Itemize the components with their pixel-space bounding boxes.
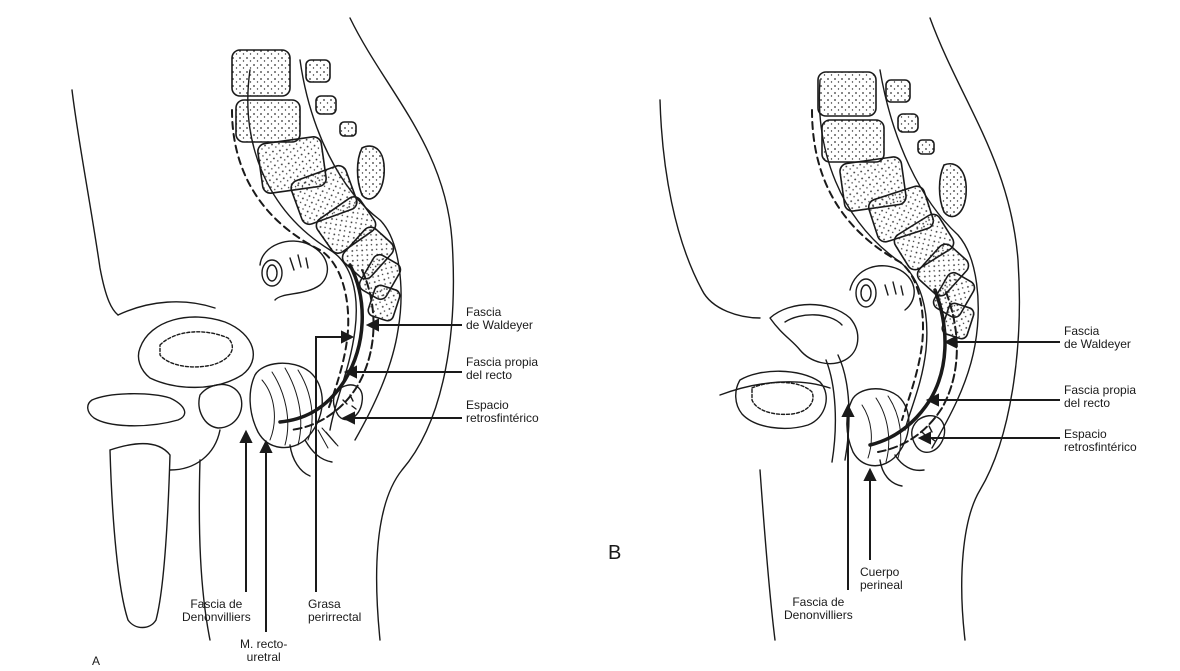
panel-a-arrow-grasa — [316, 337, 348, 592]
panel-a-urethra — [170, 430, 220, 470]
panel-b-leg — [760, 470, 775, 640]
panel-a-sacral-process — [358, 146, 385, 199]
panel-b-sacral-process — [940, 164, 967, 217]
panel-a-label-espacio: Espacio retrosfintérico — [466, 399, 539, 425]
panel-a-vertebrae — [232, 50, 403, 322]
panel-b-vertebra-1 — [818, 72, 876, 116]
panel-a-thigh — [118, 302, 215, 315]
panel-b-spinous-1 — [886, 80, 910, 102]
panel-a-spinous-1 — [306, 60, 330, 82]
panel-b-front-contour — [660, 100, 760, 318]
panel-b-label-espacio: Espacio retrosfintérico — [1064, 428, 1137, 454]
panel-a-label-fascia-waldeyer: Fascia de Waldeyer — [466, 306, 533, 332]
panel-b-label-denonvilliers: Fascia de Denonvilliers — [784, 596, 853, 622]
panel-b-spinous-3 — [918, 140, 934, 154]
panel-b-label-cuerpo-perineal: Cuerpo perineal — [860, 566, 903, 592]
panel-a-vertebra-1 — [232, 50, 290, 96]
panel-a-label-grasa: Grasa perirrectal — [308, 598, 361, 624]
panel-a-label-recto-uretral: M. recto- uretral — [240, 638, 287, 664]
panel-b-letter: B — [608, 542, 621, 565]
panel-a-prostate — [199, 384, 242, 428]
panel-a-label-fascia-propia: Fascia propia del recto — [466, 356, 538, 382]
panel-a-scrotum — [110, 444, 170, 628]
panel-a-back-contour — [350, 18, 453, 640]
panel-a-vertebra-2 — [236, 100, 300, 142]
panel-a-coccyx — [334, 385, 363, 420]
panel-a-letter: A — [92, 654, 100, 668]
panel-b-vertebrae — [818, 72, 977, 340]
panel-b-label-fascia-waldeyer: Fascia de Waldeyer — [1064, 325, 1131, 351]
panel-a-front-contour — [72, 90, 118, 315]
panel-b-bowel-section — [856, 279, 876, 307]
panel-a-bladder — [138, 317, 253, 387]
panel-b-spinous-2 — [898, 114, 918, 132]
panel-a-spinous-2 — [316, 96, 336, 114]
panel-a-penis — [88, 394, 185, 426]
panel-a-rectum-wall — [280, 265, 362, 422]
panel-a-bowel-section — [262, 260, 282, 286]
panel-b-arrows — [843, 337, 1060, 590]
panel-a-spinous-3 — [340, 122, 356, 136]
panel-a-label-denonvilliers: Fascia de Denonvilliers — [182, 598, 251, 624]
panel-b-uterus — [770, 305, 858, 364]
panel-b-label-fascia-propia: Fascia propia del recto — [1064, 384, 1136, 410]
panel-b-vertebra-2 — [822, 120, 884, 162]
panel-a-bladder-wall — [160, 332, 232, 367]
